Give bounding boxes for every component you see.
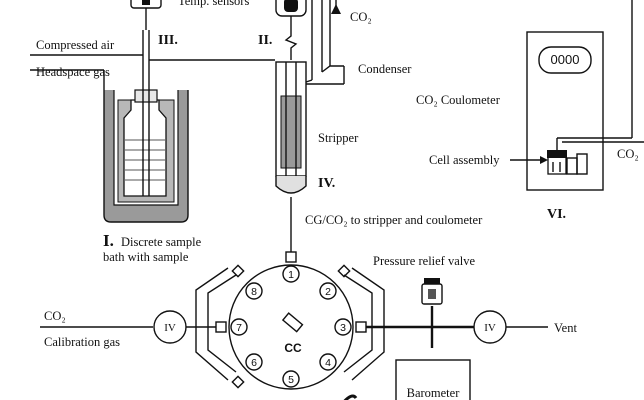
co2-coulometer-label: CO₂ Coulometer — [416, 93, 501, 107]
coulometer: 0000 — [526, 0, 644, 191]
coulometer-display: 0000 — [551, 52, 580, 67]
co2-top-label: CO₂ — [350, 10, 372, 24]
cc-label: CC — [284, 341, 302, 355]
label-ii: II. — [258, 33, 272, 48]
svg-text:4: 4 — [325, 357, 331, 369]
condenser-label: Condenser — [358, 62, 412, 76]
valve-enclosure — [195, 264, 385, 390]
port-7 — [230, 318, 248, 336]
temp-sensor-iii — [130, 0, 162, 30]
pressure-relief-label: Pressure relief valve — [373, 254, 475, 268]
discrete-sample-label-1: Discrete sample — [121, 235, 202, 249]
vent-label: Vent — [554, 321, 577, 335]
port-1 — [282, 265, 300, 283]
svg-text:7: 7 — [236, 322, 242, 334]
svg-text:2: 2 — [325, 286, 331, 298]
compressed-air-label: Compressed air — [36, 38, 115, 52]
cg-co2-label: CG/CO₂ to stripper and coulometer — [305, 213, 483, 227]
port-6 — [245, 353, 263, 371]
svg-text:3: 3 — [340, 322, 346, 334]
port-3 — [334, 318, 352, 336]
svg-text:5: 5 — [288, 374, 294, 386]
cc-loop: CC — [281, 312, 304, 355]
label-i: I. — [103, 231, 114, 250]
svg-text:1: 1 — [288, 269, 294, 281]
port-8 — [245, 282, 263, 300]
label-iv-stripper: IV. — [318, 176, 335, 191]
barometer: Barometer — [395, 359, 471, 400]
cell-assembly-label: Cell assembly — [429, 153, 500, 167]
svg-text:6: 6 — [251, 357, 257, 369]
port-5 — [282, 370, 300, 388]
valve-ports: 1 2 3 4 5 6 7 8 — [230, 265, 352, 388]
barometer-label: Barometer — [407, 386, 461, 400]
pressure-relief-valve — [421, 278, 443, 305]
label-iii: III. — [158, 33, 178, 48]
port-4 — [319, 353, 337, 371]
co2-left-label: CO₂ — [44, 309, 66, 323]
calibration-gas-label: Calibration gas — [44, 335, 120, 349]
temp-sensors-label: Temp. sensors — [178, 0, 249, 8]
svg-text:IV: IV — [484, 322, 496, 334]
stripper — [275, 30, 307, 252]
label-vi: VI. — [547, 207, 566, 222]
temp-sensor-ii — [275, 0, 307, 30]
stripper-label: Stripper — [318, 131, 359, 145]
co2-right-label: CO₂ — [617, 147, 639, 161]
svg-text:IV: IV — [164, 322, 176, 334]
svg-text:8: 8 — [251, 286, 257, 298]
sample-bath — [103, 30, 189, 223]
port-2 — [319, 282, 337, 300]
condenser — [305, 0, 345, 85]
headspace-gas-label: Headspace gas — [36, 65, 110, 79]
discrete-sample-label-2: bath with sample — [103, 250, 189, 264]
